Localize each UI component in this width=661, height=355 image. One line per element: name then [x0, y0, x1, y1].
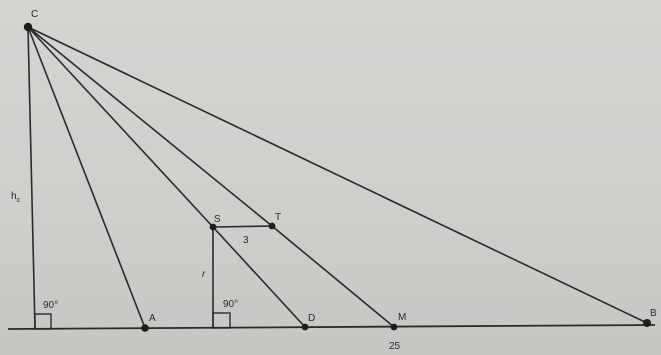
- segment-cs: [27, 26, 214, 228]
- label-height-hc: hc: [11, 191, 21, 204]
- label-t: T: [275, 212, 281, 223]
- segment-sd: [212, 226, 306, 328]
- point-s: [209, 223, 217, 231]
- label-right-angle-left: 90°: [43, 300, 58, 311]
- segment-ca: [27, 26, 146, 329]
- label-s: S: [214, 214, 221, 225]
- segment-height-hc: [27, 26, 36, 330]
- label-c: C: [31, 9, 38, 20]
- label-base-length: 25: [389, 341, 401, 352]
- label-radius-r: r: [202, 269, 206, 280]
- point-a: [141, 324, 149, 332]
- label-right-angle-right: 90°: [223, 299, 238, 310]
- label-d: D: [308, 313, 315, 324]
- segment-st: [212, 225, 273, 228]
- point-m: [390, 323, 398, 331]
- segment-cb: [27, 26, 648, 324]
- right-angle-marker-right: [212, 312, 231, 329]
- label-a: A: [149, 313, 156, 324]
- label-m: M: [398, 312, 406, 323]
- label-st-length: 3: [243, 235, 249, 246]
- label-b: B: [650, 308, 657, 319]
- point-t: [268, 222, 276, 230]
- segment-tm: [271, 225, 395, 328]
- point-d: [301, 323, 309, 331]
- right-angle-marker-left: [34, 313, 52, 330]
- base-line: [7, 324, 656, 330]
- point-b: [643, 319, 651, 327]
- point-c: [23, 22, 33, 32]
- segment-ct: [27, 26, 273, 227]
